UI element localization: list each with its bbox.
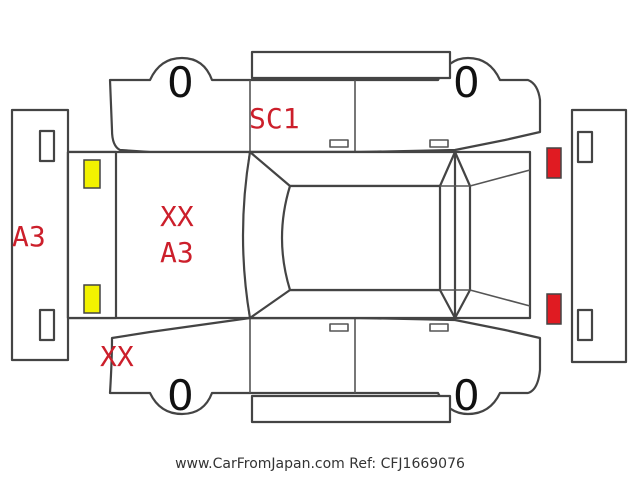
tire-front-right-value: 0 xyxy=(453,58,480,107)
tire-rear-right-value: 0 xyxy=(453,371,480,420)
top-view-body xyxy=(66,150,532,320)
taillight-right xyxy=(546,293,562,325)
headlight-right xyxy=(83,284,101,314)
lower-side-body xyxy=(108,316,542,424)
headlight-left xyxy=(83,159,101,189)
watermark-reference: www.CarFromJapan.com Ref: CFJ1669076 xyxy=(175,456,465,472)
damage-code-roof-side: SC1 xyxy=(249,102,300,135)
front-bumper xyxy=(10,108,70,362)
taillight-left xyxy=(546,147,562,179)
tire-front-left-value: 0 xyxy=(167,58,194,107)
damage-code-front-bumper: A3 xyxy=(12,220,46,253)
damage-code-hood-line1: XX xyxy=(160,200,194,233)
rear-bumper xyxy=(570,108,628,364)
tire-rear-left-value: 0 xyxy=(167,371,194,420)
damage-code-hood-line2: A3 xyxy=(160,236,194,269)
damage-code-front-corner: XX xyxy=(100,340,134,373)
